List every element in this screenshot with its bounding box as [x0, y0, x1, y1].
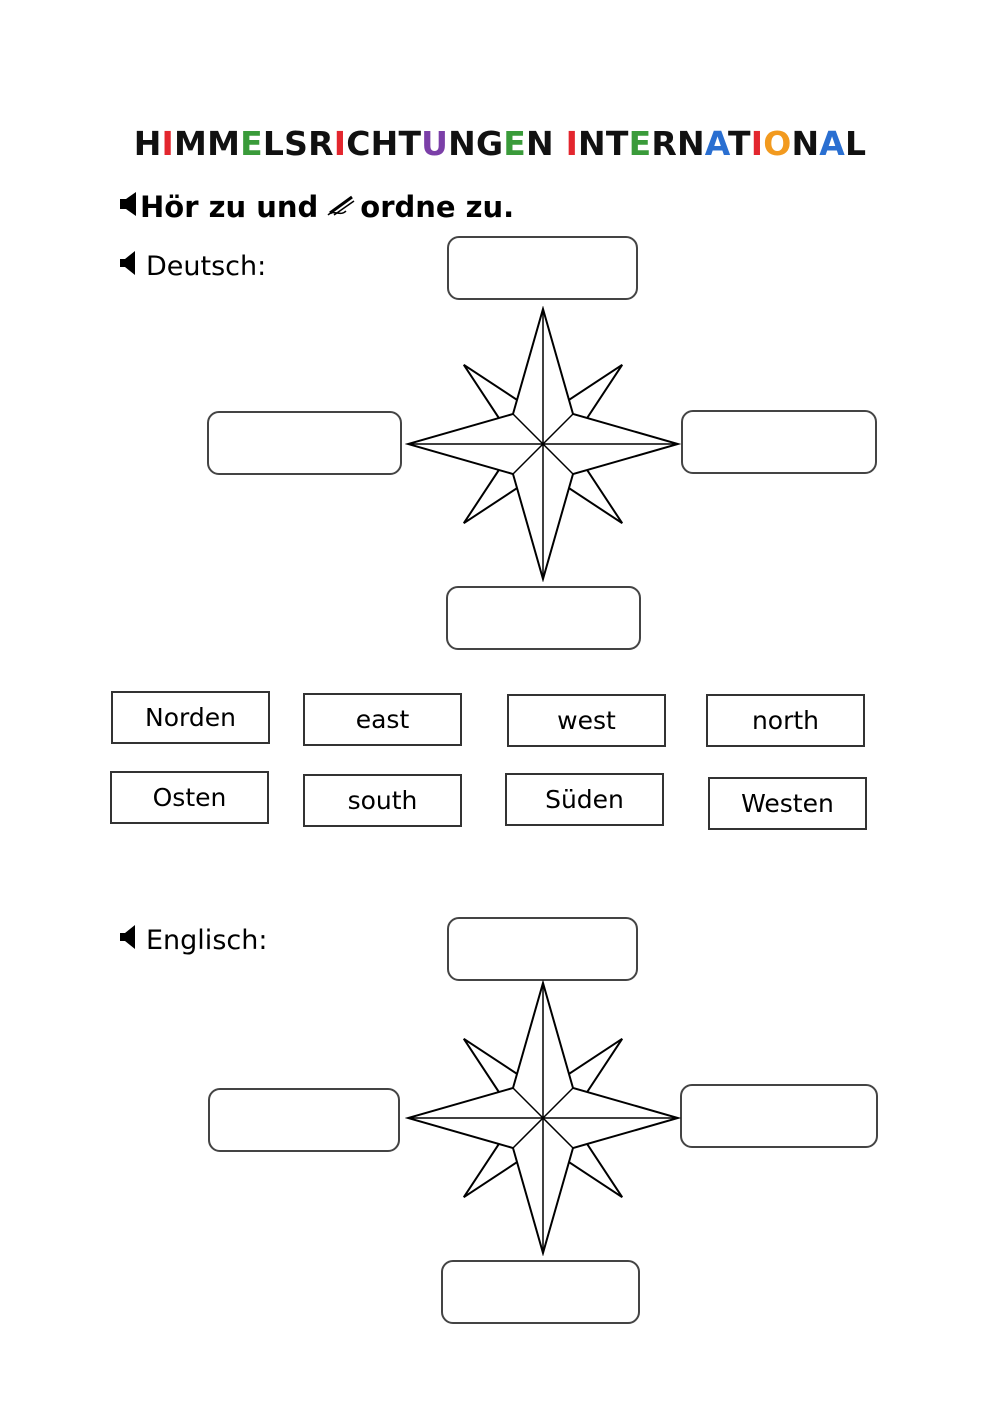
- section-label-englisch: Englisch:: [118, 924, 267, 957]
- instruction-part2: ordne zu.: [360, 190, 515, 224]
- title-letter: M: [207, 124, 241, 163]
- title-letter: E: [628, 124, 652, 163]
- answer-box-englisch-south[interactable]: [441, 1260, 640, 1324]
- speaker-icon[interactable]: [118, 250, 138, 283]
- word-card-east[interactable]: east: [303, 693, 462, 746]
- title-letter: I: [161, 124, 175, 163]
- title-letter: L: [262, 124, 285, 163]
- answer-box-deutsch-west[interactable]: [207, 411, 402, 475]
- title-letter: N: [676, 124, 705, 163]
- answer-box-englisch-east[interactable]: [680, 1084, 878, 1148]
- title-letter: M: [174, 124, 208, 163]
- title-letter: I: [750, 124, 764, 163]
- title-letter: [554, 124, 566, 163]
- title-letter: N: [578, 124, 606, 163]
- title-letter: O: [763, 124, 792, 163]
- title-letter: E: [503, 124, 527, 163]
- word-card-westen[interactable]: Westen: [708, 777, 867, 830]
- section-label-text: Deutsch:: [146, 251, 267, 282]
- title-letter: N: [791, 124, 820, 163]
- section-label-text: Englisch:: [146, 925, 268, 956]
- title-letter: A: [704, 124, 728, 163]
- word-card-norden[interactable]: Norden: [111, 691, 270, 744]
- title-letter: I: [565, 124, 579, 163]
- title-letter: G: [475, 124, 504, 163]
- compass-rose-deutsch: [405, 306, 681, 582]
- word-card-sueden[interactable]: Süden: [505, 773, 664, 826]
- title-letter: R: [651, 124, 677, 163]
- title-letter: N: [526, 124, 554, 163]
- instruction-part1: Hör zu und: [140, 190, 319, 224]
- answer-box-englisch-north[interactable]: [447, 917, 638, 981]
- section-label-deutsch: Deutsch:: [118, 250, 266, 283]
- title-letter: H: [133, 124, 162, 163]
- answer-box-deutsch-east[interactable]: [681, 410, 877, 474]
- page-title: HIMMELSRICHTUNGEN INTERNATIONAL: [0, 124, 1000, 163]
- compass-rose-englisch: [405, 980, 681, 1256]
- answer-box-englisch-west[interactable]: [208, 1088, 400, 1152]
- title-letter: E: [240, 124, 263, 163]
- title-letter: S: [284, 124, 309, 163]
- title-letter: R: [308, 124, 334, 163]
- title-letter: C: [346, 124, 371, 163]
- speaker-icon[interactable]: [118, 190, 140, 224]
- pencil-icon: [326, 190, 358, 224]
- title-letter: T: [727, 124, 751, 163]
- word-card-south[interactable]: south: [303, 774, 462, 827]
- answer-box-deutsch-north[interactable]: [447, 236, 638, 300]
- title-letter: L: [845, 124, 867, 163]
- title-letter: H: [370, 124, 399, 163]
- title-letter: I: [333, 124, 347, 163]
- title-letter: T: [605, 124, 629, 163]
- speaker-icon[interactable]: [118, 924, 138, 957]
- title-letter: A: [819, 124, 846, 163]
- answer-box-deutsch-south[interactable]: [446, 586, 641, 650]
- title-letter: T: [398, 124, 422, 163]
- instruction: Hör zu und ordne zu.: [118, 190, 514, 224]
- title-letter: N: [448, 124, 476, 163]
- title-letter: U: [421, 124, 449, 163]
- word-card-north[interactable]: north: [706, 694, 865, 747]
- word-card-west[interactable]: west: [507, 694, 666, 747]
- word-card-osten[interactable]: Osten: [110, 771, 269, 824]
